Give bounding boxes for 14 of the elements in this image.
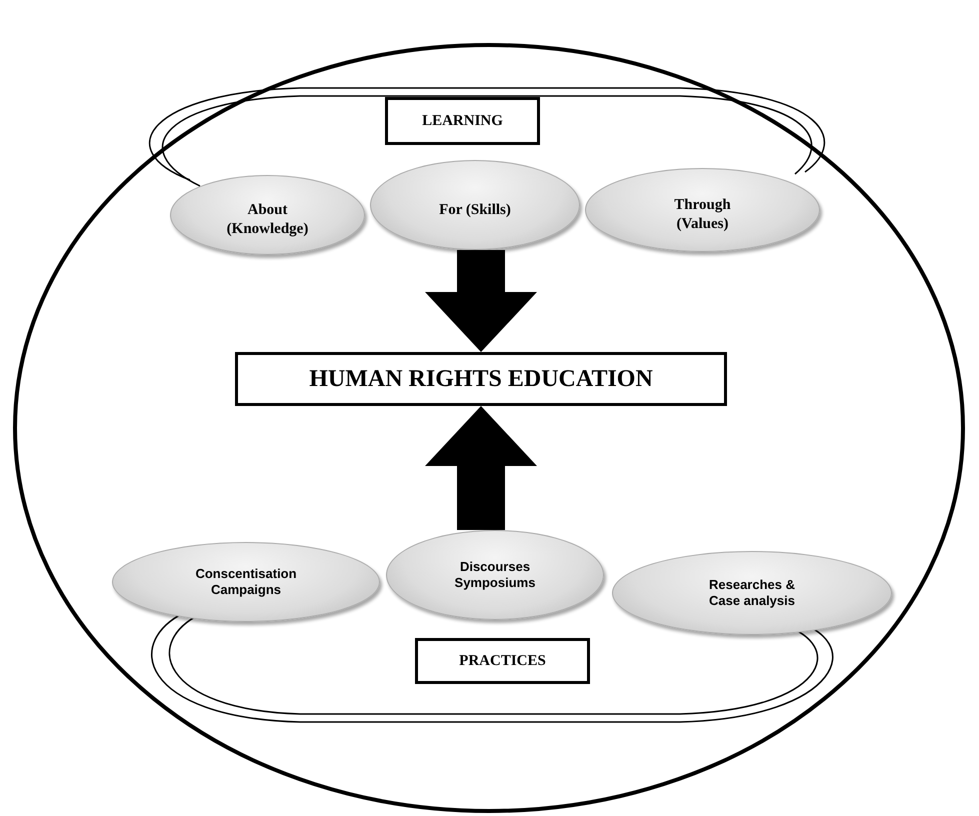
block-arrow xyxy=(425,406,537,530)
node-label: Researches & Case analysis xyxy=(708,576,796,610)
node-label: HUMAN RIGHTS EDUCATION xyxy=(309,365,653,394)
node-label: Discourses Symposiums xyxy=(454,558,536,592)
node-label: PRACTICES xyxy=(459,652,546,670)
title-box xyxy=(235,352,727,406)
node-label: For (Skills) xyxy=(439,200,511,220)
node-label: Conscentisation Campaigns xyxy=(194,566,298,598)
label-box xyxy=(415,638,590,684)
label-box xyxy=(385,97,540,145)
node-label: About (Knowledge) xyxy=(226,201,310,239)
node-label: LEARNING xyxy=(422,112,503,130)
block-arrow xyxy=(425,250,537,352)
node-label: Through (Values) xyxy=(673,196,732,234)
